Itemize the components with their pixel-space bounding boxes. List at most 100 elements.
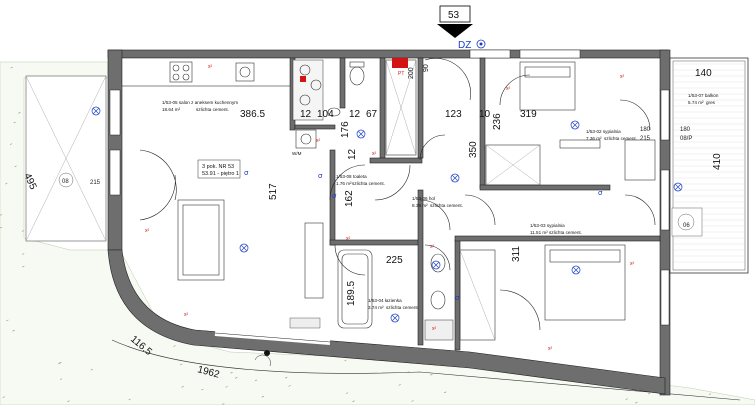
dim-12-c: 12 — [347, 148, 358, 160]
pt-label: PT — [398, 71, 404, 77]
bedroom1-floor: szlichta cement. — [604, 136, 637, 141]
bathroom-fixtures — [337, 249, 496, 341]
dimensions: 140 410 386.5 12 104 12 67 123 10 319 23… — [240, 68, 723, 306]
balcony-code-2: 08/P — [680, 136, 692, 142]
doors — [329, 134, 496, 276]
dz-marker: DZ — [458, 40, 471, 51]
bathroom-floor: szlichta cement. — [386, 305, 419, 310]
dim-517: 517 — [268, 183, 279, 200]
socket-icon: x² — [346, 236, 351, 242]
socket-icon: x² — [620, 74, 625, 80]
dim-162: 162 — [344, 190, 355, 207]
balcony-area: 5.74 m² — [688, 100, 704, 105]
dim-410: 410 — [712, 153, 723, 170]
outer-walls — [107, 49, 671, 396]
dim-104: 104 — [317, 109, 334, 120]
dim-386-5: 386.5 — [240, 109, 265, 120]
bedroom2-floor: szlichta cement. — [549, 230, 582, 235]
living-room-name: 1/53-05 salon z aneksem kuchennym — [162, 100, 238, 105]
outlet-icon — [673, 182, 683, 192]
balcony-code-3: 180 — [640, 127, 651, 133]
dim-200: 200 — [408, 67, 415, 79]
outlet-icon — [431, 260, 441, 270]
dim-225: 225 — [386, 255, 403, 266]
bedroom2-area: 11.51 m² — [530, 230, 548, 235]
socket-icon: x² — [316, 138, 321, 144]
wc-area: 1.76 m² — [336, 181, 352, 186]
interior-walls — [289, 57, 661, 351]
bedroom-furniture — [499, 61, 656, 331]
reference-dot — [264, 350, 270, 356]
entrance-arrow-icon — [437, 24, 473, 38]
outlet-icon — [390, 313, 400, 323]
apartment-number: 53 — [448, 10, 460, 21]
dim-236: 236 — [492, 113, 503, 130]
apartment-marker: 53 DZ — [437, 5, 486, 51]
balcony-name: 1/53-07 balkon — [688, 93, 719, 98]
outlet-icon — [91, 106, 101, 116]
landscaping-area: 08 215 495 116.5 1962 — [0, 61, 755, 405]
dim-311: 311 — [511, 246, 522, 262]
balcony-code-5: 06 — [683, 223, 690, 229]
left-terrace-code-2: 215 — [90, 180, 101, 186]
dim-12-b: 12 — [349, 109, 361, 120]
dim-319: 319 — [520, 109, 537, 120]
socket-icon: x² — [548, 346, 553, 352]
balcony-code: 180 — [680, 127, 691, 133]
left-terrace-code: 08 — [62, 179, 69, 185]
switch-icon: σ — [332, 192, 337, 200]
socket-icon: x² — [372, 151, 377, 157]
outlet-icon — [571, 265, 581, 275]
outlet-icon — [570, 120, 580, 130]
dim-176: 176 — [340, 121, 351, 138]
socket-icon: x² — [208, 64, 213, 70]
dim-10: 10 — [479, 109, 491, 120]
socket-icon: x² — [430, 244, 435, 250]
living-furniture — [139, 149, 324, 329]
switch-icon: σ — [598, 189, 603, 197]
living-room-floor: szlichta cement. — [196, 107, 229, 112]
outlet-icon — [450, 173, 460, 183]
outlet-icon — [356, 129, 366, 139]
apartment-summary-1: 3 pok. NR 53 — [202, 164, 234, 170]
wc-floor: szlichta cement. — [352, 181, 385, 186]
electrical-symbols: x² x² x² x² x² x² x² x² x² x² x² x² σ σ … — [91, 64, 683, 352]
socket-icon: x² — [630, 261, 635, 267]
bathroom-area: 3.74 m² — [368, 305, 384, 310]
hall-name: 1/53-06 hol — [412, 196, 435, 201]
balcony: 180 08/P 180 215 06 — [640, 57, 749, 274]
apartment-summary-box — [197, 159, 241, 179]
outlet-icon — [239, 243, 249, 253]
dim-140: 140 — [695, 68, 712, 79]
room-labels: 1/53-05 salon z aneksem kuchennym 18.64 … — [162, 93, 719, 310]
wc-fixtures — [295, 61, 365, 149]
apartment-summary-2: 53.91 - piętro 1 — [202, 171, 239, 177]
balcony-code-4: 215 — [640, 136, 651, 142]
hall-floor: szlichta cement. — [430, 203, 463, 208]
bedroom1-name: 1/53-02 sypialnia — [586, 129, 621, 134]
shower-area: PT 200 90 — [385, 58, 541, 186]
dim-123: 123 — [445, 109, 462, 120]
dim-12-a: 12 — [300, 109, 312, 120]
socket-icon: x² — [184, 312, 189, 318]
socket-icon: x² — [432, 326, 437, 332]
living-room-area: 18.64 m² — [162, 107, 181, 112]
dim-350: 350 — [468, 141, 479, 158]
socket-icon: x² — [506, 86, 511, 92]
balcony-floor: gres — [706, 100, 716, 105]
dim-67: 67 — [366, 109, 378, 120]
dim-189-5: 189.5 — [346, 281, 357, 306]
bathroom-name: 1/53-04 łazienka — [368, 298, 402, 303]
misc-markers: W/M — [254, 76, 306, 367]
bedroom2-name: 1/53-03 sypialnia — [530, 223, 565, 228]
switch-icon: σ — [318, 172, 323, 180]
switch-icon: σ — [455, 294, 460, 302]
washing-machine-label: W/M — [292, 151, 302, 156]
socket-icon: x² — [145, 228, 150, 234]
bedroom1-area: 7.36 m² — [586, 136, 602, 141]
switch-icon: σ — [244, 169, 249, 177]
dz-circle-icon — [476, 39, 486, 49]
hall-area: 8.39 m² — [412, 203, 428, 208]
wc-name: 1/53-08 toaleta — [336, 174, 367, 179]
